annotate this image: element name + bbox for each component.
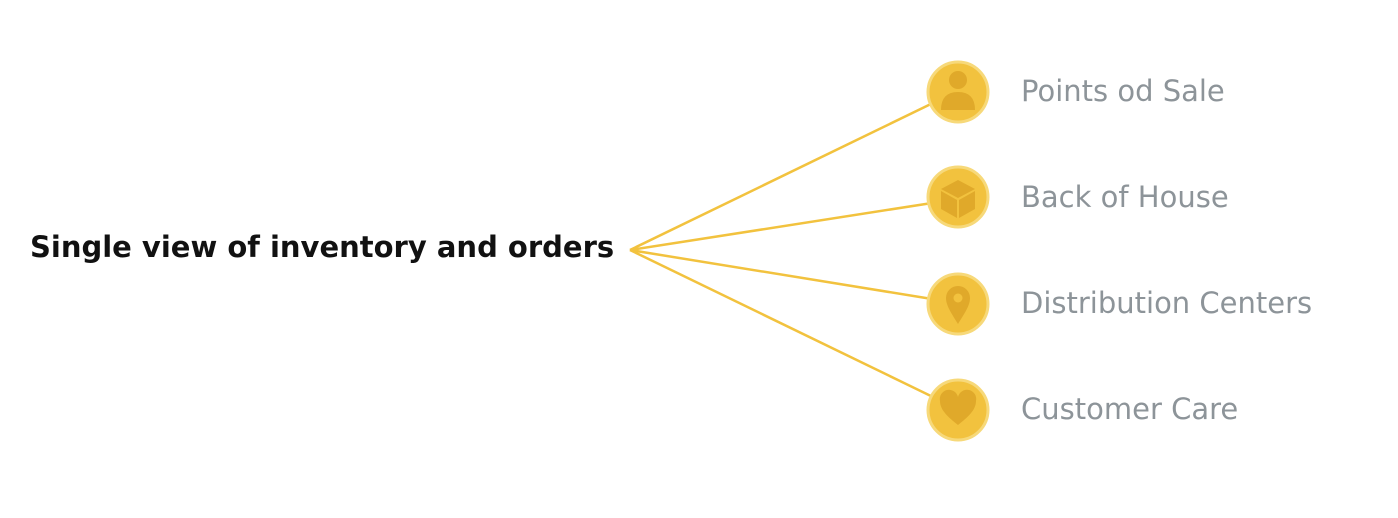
connector-lines: [629, 100, 936, 400]
node-distribution-centers: Distribution Centers: [926, 272, 1312, 336]
node-label: Points od Sale: [1021, 74, 1225, 108]
connector-line: [629, 100, 936, 252]
map-pin-icon: [946, 286, 970, 324]
node-label: Back of House: [1021, 180, 1229, 214]
node-points-of-sale: Points od Sale: [926, 60, 1225, 124]
node-label: Customer Care: [1021, 392, 1238, 426]
hub-label: Single view of inventory and orders: [30, 230, 614, 264]
node-customer-care: Customer Care: [926, 378, 1238, 442]
box-icon: [941, 180, 975, 218]
node-label: Distribution Centers: [1021, 286, 1312, 320]
connector-line: [629, 248, 933, 301]
connector-line: [629, 248, 936, 400]
node-back-of-house: Back of House: [926, 165, 1229, 229]
connector-line: [629, 201, 933, 252]
person-icon: [941, 71, 975, 110]
heart-icon: [939, 389, 977, 425]
